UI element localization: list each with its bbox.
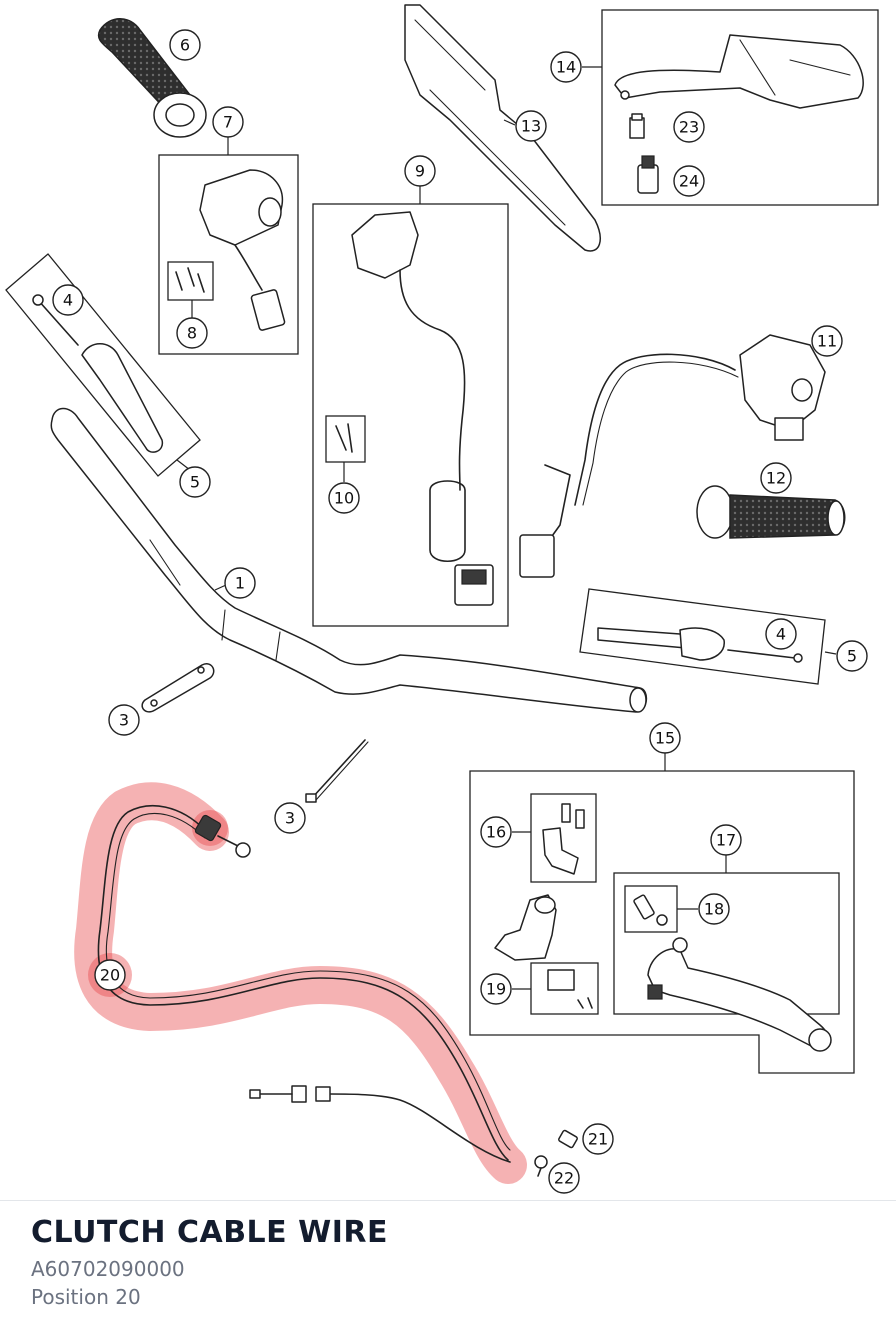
callout-3-clamp[interactable]: 3 [108, 704, 140, 736]
callout-16[interactable]: 16 [480, 816, 512, 848]
svg-text:24: 24 [679, 172, 699, 191]
svg-text:23: 23 [679, 118, 699, 137]
callout-11[interactable]: 11 [811, 325, 843, 357]
box-part-5-right [579, 588, 826, 685]
callout-17[interactable]: 17 [710, 824, 742, 856]
callout-6[interactable]: 6 [169, 29, 201, 61]
brake-lever-guard-assembly[interactable] [614, 34, 864, 109]
callout-8[interactable]: 8 [176, 317, 208, 349]
nut-part-21[interactable] [558, 1129, 578, 1149]
svg-text:17: 17 [716, 831, 736, 850]
callout-5-left[interactable]: 5 [179, 466, 211, 498]
clutch-lever[interactable] [647, 937, 832, 1052]
clutch-cable-wire[interactable] [97, 805, 511, 1163]
svg-text:5: 5 [190, 473, 200, 492]
svg-text:13: 13 [521, 117, 541, 136]
callout-19[interactable]: 19 [480, 973, 512, 1005]
screws-part-10[interactable] [335, 423, 353, 453]
left-switch[interactable] [199, 169, 286, 331]
lever-guard[interactable] [404, 4, 601, 252]
part-position: Position 20 [31, 1285, 141, 1309]
svg-text:4: 4 [776, 625, 786, 644]
svg-text:4: 4 [63, 291, 73, 310]
right-grip[interactable] [696, 485, 846, 539]
box-part-10 [325, 415, 366, 463]
cable-tie[interactable] [305, 739, 369, 803]
box-part-8 [167, 261, 214, 301]
callout-7[interactable]: 7 [212, 106, 244, 138]
callout-24[interactable]: 24 [673, 165, 705, 197]
callout-14[interactable]: 14 [550, 51, 582, 83]
svg-text:10: 10 [334, 489, 354, 508]
svg-text:21: 21 [588, 1130, 608, 1149]
callout-10[interactable]: 10 [328, 482, 360, 514]
box-part-5-left [5, 253, 201, 477]
svg-text:22: 22 [554, 1169, 574, 1188]
adapter-part-24[interactable] [637, 155, 659, 194]
left-handlebar-switch[interactable] [519, 334, 826, 578]
svg-text:6: 6 [180, 36, 190, 55]
callout-22[interactable]: 22 [548, 1162, 580, 1194]
adjuster-part-18[interactable] [633, 894, 668, 926]
box-part-14 [601, 9, 879, 206]
callout-4-right[interactable]: 4 [765, 618, 797, 650]
svg-text:3: 3 [285, 809, 295, 828]
svg-text:1: 1 [235, 574, 245, 593]
bracket-part-16[interactable] [542, 803, 585, 875]
lever-bracket[interactable] [494, 894, 557, 961]
part-name: CLUTCH CABLE WIRE [31, 1215, 388, 1250]
left-bar-end-weight[interactable] [32, 294, 164, 453]
callout-20[interactable]: 20 [94, 959, 126, 991]
box-part-9 [312, 203, 509, 627]
svg-text:7: 7 [223, 113, 233, 132]
svg-text:19: 19 [486, 980, 506, 999]
svg-text:9: 9 [415, 162, 425, 181]
svg-text:18: 18 [704, 900, 724, 919]
adapter-part-23[interactable] [629, 113, 645, 139]
callout-9[interactable]: 9 [404, 155, 436, 187]
clutch-cable-highlight[interactable] [74, 782, 527, 1184]
handlebar[interactable] [50, 407, 648, 713]
exploded-parts-diagram: 1 3 3 4 4 5 5 6 7 8 9 10 11 12 13 14 15 … [5, 4, 879, 1194]
svg-text:11: 11 [817, 332, 837, 351]
screw-part-22[interactable] [534, 1155, 548, 1177]
callout-18[interactable]: 18 [698, 893, 730, 925]
part-info-panel: CLUTCH CABLE WIRE A60702090000 Position … [0, 1200, 896, 1336]
callout-5-right[interactable]: 5 [836, 640, 868, 672]
clamp-plate[interactable] [141, 663, 215, 713]
callout-12[interactable]: 12 [760, 462, 792, 494]
box-part-16 [530, 793, 597, 883]
clamp-part-19[interactable] [547, 969, 593, 1009]
callout-13[interactable]: 13 [515, 110, 547, 142]
screws-part-8[interactable] [175, 267, 205, 293]
callout-1[interactable]: 1 [224, 567, 256, 599]
callout-21[interactable]: 21 [582, 1123, 614, 1155]
left-grip[interactable] [97, 18, 207, 138]
svg-text:15: 15 [655, 729, 675, 748]
callout-3-tie[interactable]: 3 [274, 802, 306, 834]
svg-text:3: 3 [119, 711, 129, 730]
callout-4-left[interactable]: 4 [52, 284, 84, 316]
svg-text:14: 14 [556, 58, 576, 77]
box-part-15 [469, 770, 855, 1074]
svg-text:16: 16 [486, 823, 506, 842]
svg-text:20: 20 [100, 966, 120, 985]
callout-23[interactable]: 23 [673, 111, 705, 143]
callout-15[interactable]: 15 [649, 722, 681, 754]
right-switch-harness[interactable] [351, 211, 494, 606]
svg-text:12: 12 [766, 469, 786, 488]
right-bar-end-weight[interactable] [597, 627, 803, 663]
svg-text:5: 5 [847, 647, 857, 666]
svg-text:8: 8 [187, 324, 197, 343]
part-number: A60702090000 [31, 1257, 185, 1281]
